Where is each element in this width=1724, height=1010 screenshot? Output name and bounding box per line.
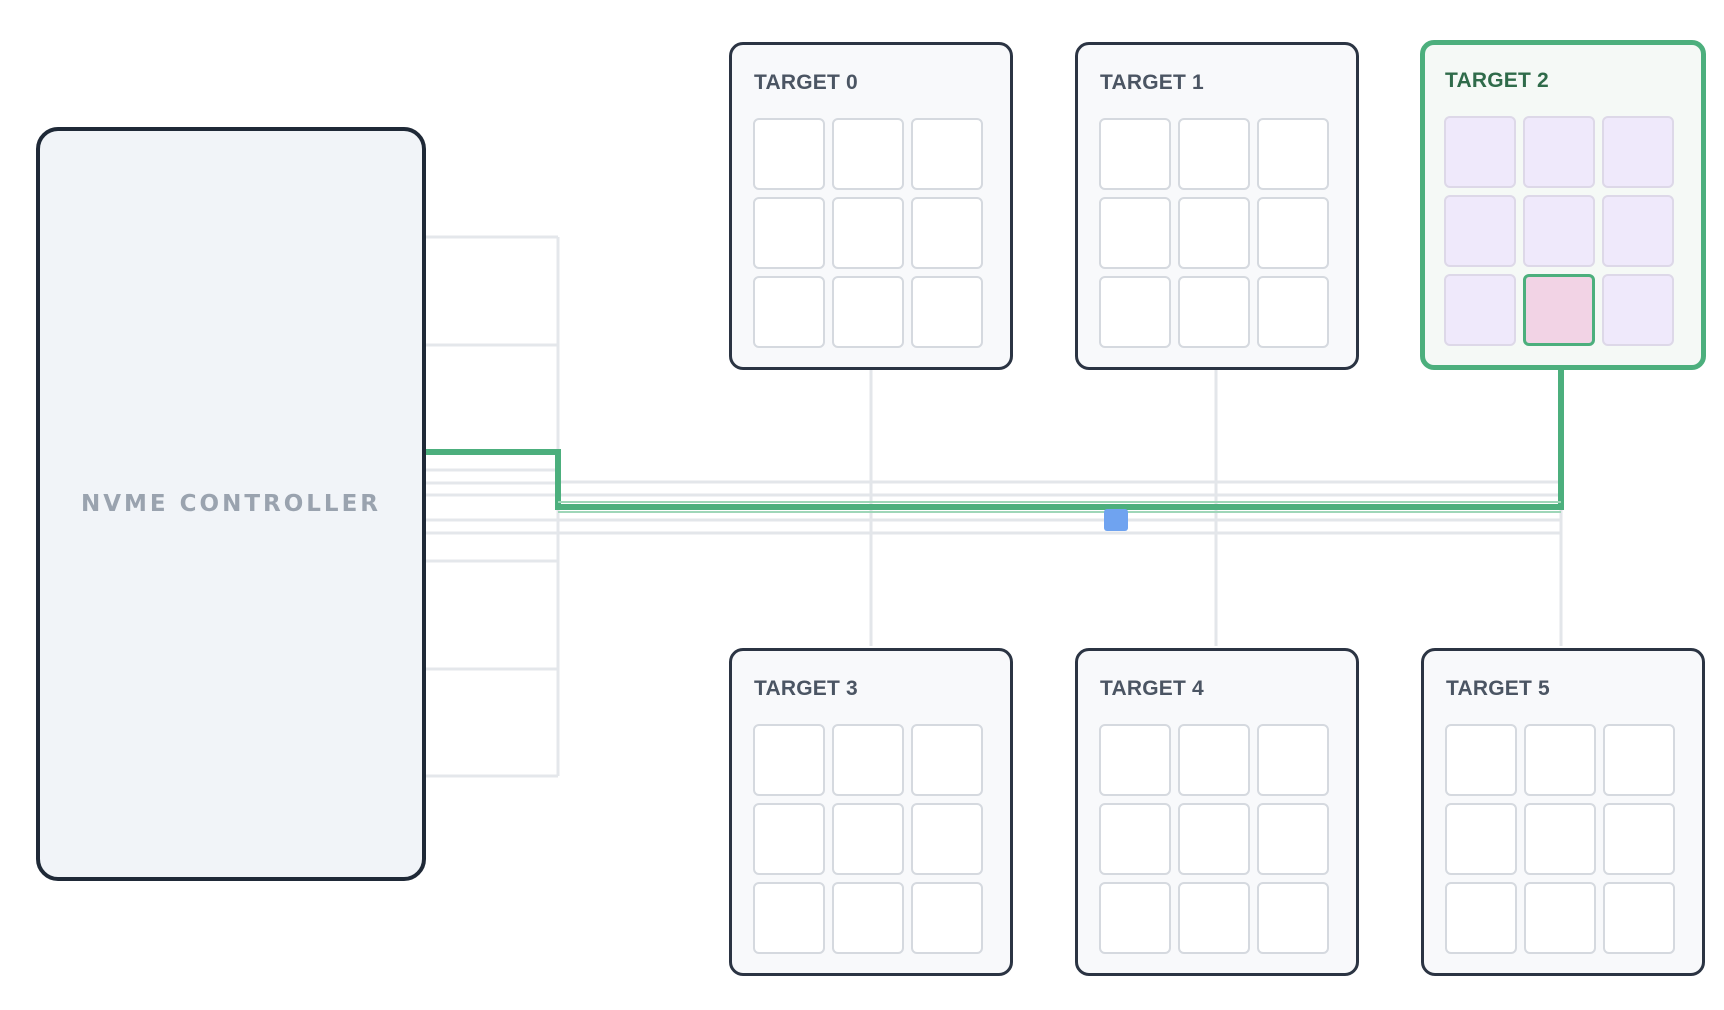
storage-cell [1257, 882, 1329, 954]
storage-cell [1524, 803, 1596, 875]
cell-grid [1099, 724, 1329, 954]
storage-cell [1524, 882, 1596, 954]
storage-cell [832, 276, 904, 348]
storage-cell [1099, 882, 1171, 954]
target-3: TARGET 3 [729, 648, 1013, 976]
storage-cell [1523, 116, 1595, 188]
cell-grid [1099, 118, 1329, 348]
target-0: TARGET 0 [729, 42, 1013, 370]
storage-cell [753, 197, 825, 269]
active-path [426, 370, 1564, 513]
storage-cell [1178, 882, 1250, 954]
storage-cell [1444, 274, 1516, 346]
storage-cell [1602, 116, 1674, 188]
storage-cell [1603, 882, 1675, 954]
storage-cell [1602, 274, 1674, 346]
storage-cell [832, 724, 904, 796]
storage-cell [1257, 118, 1329, 190]
nvme-controller: NVME CONTROLLER [36, 127, 426, 881]
storage-cell [832, 197, 904, 269]
storage-cell [1178, 803, 1250, 875]
target-title: TARGET 0 [754, 71, 858, 94]
storage-cell [832, 803, 904, 875]
cell-grid [1444, 116, 1674, 346]
target-4: TARGET 4 [1075, 648, 1359, 976]
cell-grid [753, 118, 983, 348]
storage-cell [1602, 195, 1674, 267]
storage-cell [1257, 197, 1329, 269]
storage-cell [753, 803, 825, 875]
storage-cell [1178, 197, 1250, 269]
storage-cell-active [1523, 274, 1595, 346]
storage-cell [832, 118, 904, 190]
storage-cell [911, 882, 983, 954]
storage-cell [1099, 118, 1171, 190]
cell-grid [753, 724, 983, 954]
storage-cell [1099, 803, 1171, 875]
storage-cell [753, 276, 825, 348]
storage-cell [1445, 882, 1517, 954]
storage-cell [1099, 197, 1171, 269]
target-title: TARGET 3 [754, 677, 858, 700]
target-2: TARGET 2 [1420, 40, 1706, 370]
storage-cell [1445, 724, 1517, 796]
storage-cell [1178, 724, 1250, 796]
controller-port-lines [426, 235, 560, 778]
storage-cell [1444, 116, 1516, 188]
storage-cell [1178, 118, 1250, 190]
storage-cell [1257, 803, 1329, 875]
storage-cell [753, 882, 825, 954]
storage-cell [1099, 724, 1171, 796]
storage-cell [1257, 276, 1329, 348]
storage-cell [1524, 724, 1596, 796]
storage-cell [1445, 803, 1517, 875]
target-title: TARGET 1 [1100, 71, 1204, 94]
storage-cell [911, 197, 983, 269]
storage-cell [911, 724, 983, 796]
storage-cell [1523, 195, 1595, 267]
data-packet-icon [1104, 509, 1128, 531]
cell-grid [1445, 724, 1675, 954]
storage-cell [1178, 276, 1250, 348]
controller-label: NVME CONTROLLER [80, 491, 382, 517]
storage-cell [1444, 195, 1516, 267]
storage-cell [1603, 803, 1675, 875]
storage-cell [753, 724, 825, 796]
storage-cell [1099, 276, 1171, 348]
target-title: TARGET 4 [1100, 677, 1204, 700]
storage-cell [832, 882, 904, 954]
storage-cell [911, 276, 983, 348]
target-title: TARGET 5 [1446, 677, 1550, 700]
target-title: TARGET 2 [1445, 69, 1549, 92]
storage-cell [753, 118, 825, 190]
storage-cell [1603, 724, 1675, 796]
target-1: TARGET 1 [1075, 42, 1359, 370]
storage-cell [1257, 724, 1329, 796]
storage-cell [911, 118, 983, 190]
target-5: TARGET 5 [1421, 648, 1705, 976]
storage-cell [911, 803, 983, 875]
